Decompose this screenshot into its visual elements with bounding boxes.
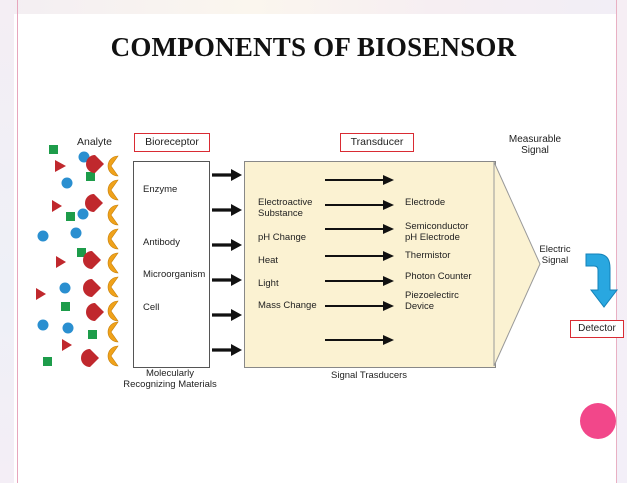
receptor-shape [107,321,119,343]
analyte-square [88,330,97,339]
bioreceptor-caption-line1: Molecularly [145,368,195,379]
pink-accent-dot [580,403,616,439]
analyte-circle [77,208,89,220]
signal-heat: Heat [258,255,279,266]
transducer-piezoelectric: Piezoelectirc Device [405,290,459,312]
receptor-shape [107,179,119,201]
left-decor-rule [17,0,18,483]
analyte-wedge [86,155,104,173]
analyte-wedge [85,194,103,212]
electric-signal-line2: Signal [541,255,569,266]
analyte-wedge [83,251,101,269]
receptor-shape [107,276,119,298]
bioreceptor-caption: Molecularly Recognizing Materials [118,368,222,390]
analyte-wedge [62,339,72,351]
transducer-photon-counter: Photon Counter [405,271,472,282]
analyte-square [43,357,52,366]
bioreceptor-panel [133,161,210,368]
right-decor-band [617,0,627,483]
analyte-squares [43,145,97,366]
receptor-shape [107,252,119,274]
bioreceptor-caption-line2: Recognizing Materials [123,379,217,390]
analyte-wedges [36,155,104,367]
analyte-label: Analyte [77,136,113,148]
bioreceptor-item-cell: Cell [143,302,160,313]
transducer-thermistor: Thermistor [405,250,451,261]
receptor-shape [107,300,119,322]
analyte-square [61,302,70,311]
bioreceptor-item-microorganism: Microorganism [143,269,206,280]
analyte-wedge [86,303,104,321]
analyte-wedge [83,279,101,297]
analyte-circle [37,319,49,331]
bioreceptor-header: Bioreceptor [134,133,210,152]
analyte-circle [37,230,49,242]
transducer-line: Device [405,301,435,312]
signal-line: Electroactive [258,197,313,208]
analyte-circle [70,227,82,239]
detector-arrow-icon [585,253,619,308]
transducer-panel [244,161,496,368]
analyte-wedge [36,288,46,300]
analyte-circle [61,177,73,189]
electric-signal-label: Electric Signal [533,244,577,266]
analyte-wedge [81,349,99,367]
analyte-square [86,172,95,181]
measurable-signal-line2: Signal [521,145,549,156]
transducer-line: Semiconductor [405,221,469,232]
signal-funnel [493,161,541,367]
signal-ph-change: pH Change [258,232,307,243]
measurable-signal-label: Measurable Signal [505,134,565,156]
left-decor-band [0,0,14,483]
transducer-line: pH Electrode [405,232,460,243]
right-decor-rule [616,0,617,483]
analyte-circle [62,322,74,334]
analyte-wedge [52,200,62,212]
transducer-arrows [325,175,394,345]
transducer-semiconductor: Semiconductor pH Electrode [405,221,468,243]
signal-mass-change: Mass Change [258,300,317,311]
receptor-shape [107,155,119,177]
electric-signal-line1: Electric [539,244,571,255]
analyte-circle [78,151,90,163]
receptor-shape [107,204,119,226]
analyte-wedge [55,160,66,172]
transducer-line: Piezoelectirc [405,290,459,301]
analyte-square [66,212,75,221]
bioreceptor-arrows [212,169,242,356]
analyte-wedge [56,256,66,268]
measurable-signal-line1: Measurable [508,134,562,145]
detector-box: Detector [570,320,624,338]
receptor-shape [107,345,119,367]
transducer-header: Transducer [340,133,414,152]
signal-light: Light [258,278,279,289]
receptor-shape [107,228,119,250]
bioreceptor-item-enzyme: Enzyme [143,184,178,195]
top-decor-band [0,0,627,14]
analyte-square [49,145,58,154]
transducer-caption: Signal Trasducers [331,370,408,381]
bioreceptor-item-antibody: Antibody [143,237,180,248]
signal-line: Substance [258,208,303,219]
transducer-electrode: Electrode [405,197,446,208]
analyte-circle [59,282,71,294]
analyte-square [77,248,86,257]
analyte-circles [37,151,90,334]
signal-electroactive-substance: Electroactive Substance [258,197,312,219]
slide-title: COMPONENTS OF BIOSENSOR [110,32,517,62]
receptor-shapes [107,155,119,367]
